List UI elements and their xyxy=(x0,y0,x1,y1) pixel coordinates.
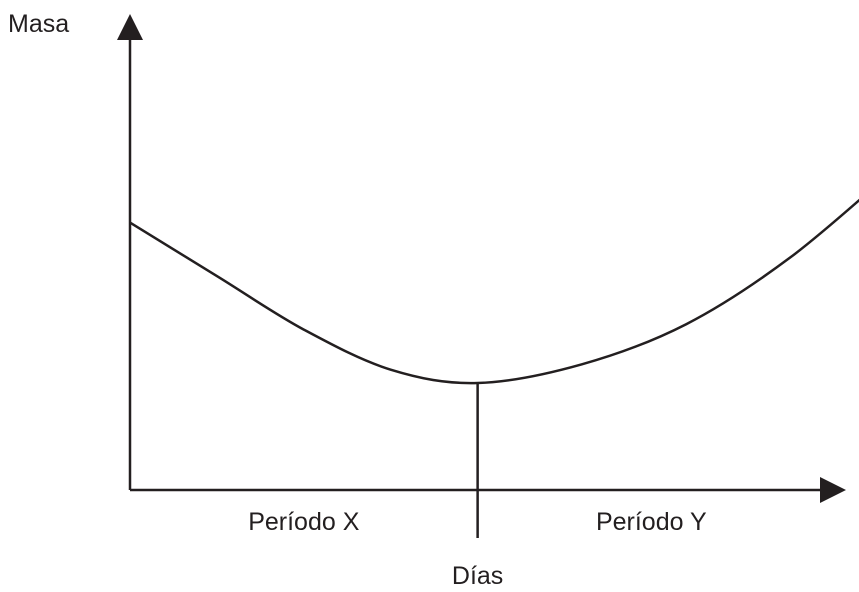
region-label-period-x: Período X xyxy=(248,508,360,536)
x-axis-arrow xyxy=(820,477,846,503)
mass-curve xyxy=(129,198,859,385)
region-label-period-y: Período Y xyxy=(596,508,707,536)
y-axis-label: Masa xyxy=(8,10,69,38)
y-axis-arrow xyxy=(117,14,143,40)
x-axis-label: Días xyxy=(452,562,503,590)
